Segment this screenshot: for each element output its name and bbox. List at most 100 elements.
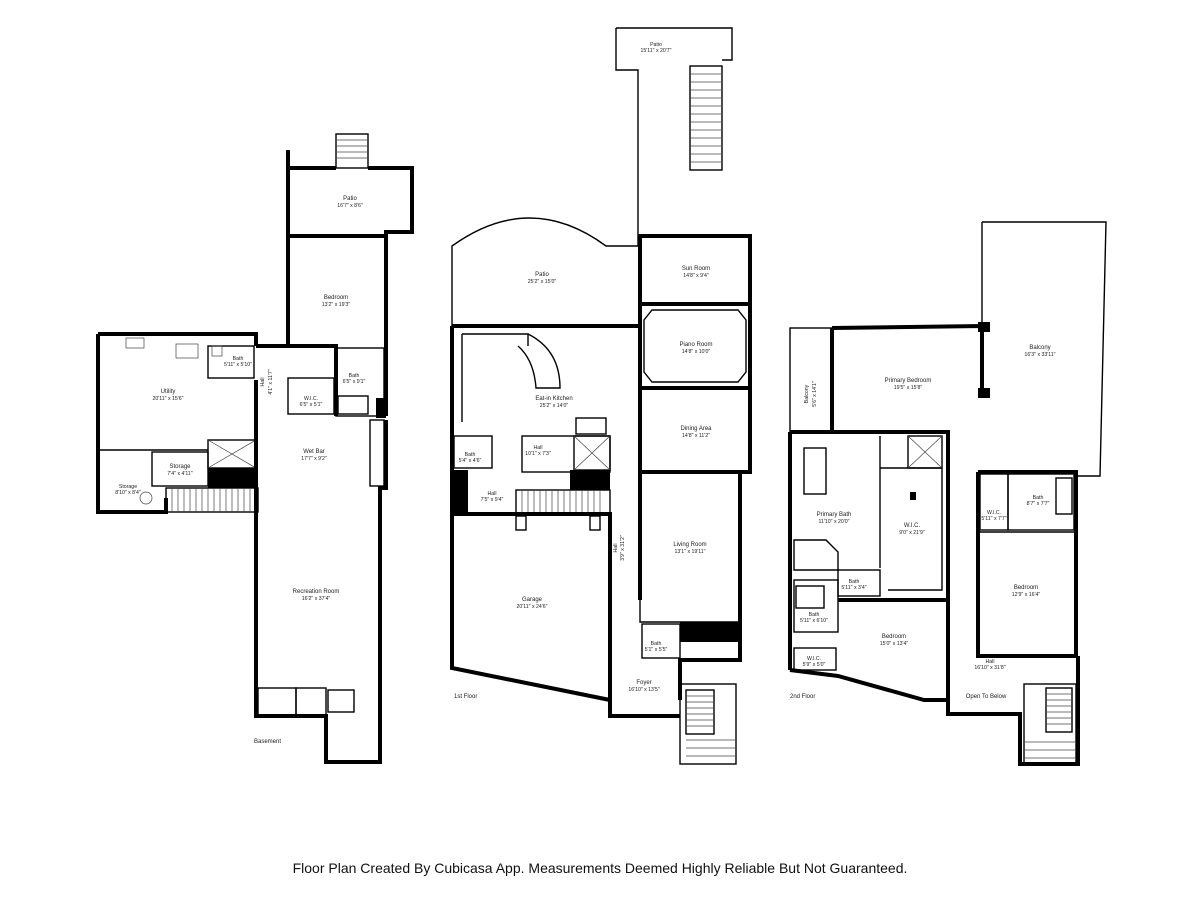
first-kitchen-peninsula xyxy=(575,417,607,435)
basement-recreation-dims: 16'2" x 37'4" xyxy=(302,596,331,602)
first-hall-b-dims: 7'5" x 9'4" xyxy=(481,497,504,503)
basement-bath-small-name: Bath xyxy=(233,356,244,362)
second-wic-name: W.I.C. xyxy=(904,523,921,529)
second-floor-label: 2nd Floor xyxy=(790,694,815,700)
second-wic-b-name: W.I.C. xyxy=(987,510,1001,516)
second-wic-small-name: W.I.C. xyxy=(807,656,821,662)
basement-bathtub xyxy=(337,395,369,415)
basement-hall-dims: 4'1" x 11'7" xyxy=(268,369,274,394)
basement-bath-outline xyxy=(335,347,385,417)
second-bedroom-name: Bedroom xyxy=(882,634,906,640)
basement-fixture xyxy=(327,689,355,713)
second-bedroom-dims: 15'0" x 13'4" xyxy=(880,641,909,647)
second-bath-a-dims: 5'11" x 3'4" xyxy=(841,585,866,591)
second-balcony-small-outline xyxy=(789,327,833,433)
first-kitchen-dims: 25'2" x 14'0" xyxy=(540,403,569,409)
first-hall-c-name: Hall xyxy=(613,544,619,553)
first-patio-name: Patio xyxy=(535,272,549,278)
first-hall-a-dims: 10'1" x 7'3" xyxy=(525,451,551,457)
first-stair-core-right xyxy=(570,470,610,490)
first-kitchen-counter xyxy=(461,333,529,422)
first-patio-top-outline xyxy=(615,27,733,168)
first-hall-b-name: Hall xyxy=(488,491,497,497)
first-living-dims: 13'1" x 19'11" xyxy=(675,549,706,555)
first-stair-treads xyxy=(515,489,611,515)
second-bath-b-outline xyxy=(793,579,839,633)
second-primary-bath-name: Primary Bath xyxy=(817,512,852,518)
second-stair-flight xyxy=(1045,687,1073,733)
basement-storage-a-dims: 7'4" x 4'11" xyxy=(167,471,192,477)
first-piano-room-walls xyxy=(638,304,752,390)
first-dining-dims: 14'8" x 11'2" xyxy=(682,433,710,439)
first-piano-room-bay xyxy=(643,309,747,383)
basement-bedroom-dims: 13'2" x 19'3" xyxy=(322,302,351,308)
basement-bath-small-dims: 5'11" x 5'10" xyxy=(224,362,252,368)
first-bath-b-name: Bath xyxy=(651,641,662,647)
basement-bedroom-name: Bedroom xyxy=(324,295,348,301)
second-bath-c-dims: 8'7" x 7'7" xyxy=(1027,501,1050,507)
second-bath-b-tub xyxy=(795,585,825,609)
first-piano-room-name: Piano Room xyxy=(679,342,712,348)
first-patio-dims: 25'2" x 15'0" xyxy=(528,279,557,285)
first-dining-name: Dining Area xyxy=(680,426,712,432)
basement-storage-b-name: Storage xyxy=(119,484,137,490)
second-wic-b-dims: 5'11" x 7'7" xyxy=(981,516,1006,522)
first-bath-a-outline xyxy=(453,435,493,469)
first-living-bottom xyxy=(639,600,740,623)
basement-storage-a-name: Storage xyxy=(169,464,191,470)
first-garage-dims: 20'11" x 24'6" xyxy=(517,604,548,610)
second-balcony-small-dims: 5'6" x 14'1" xyxy=(812,381,818,407)
first-floor-plan: Patio 15'11" x 20'7" Patio 25'2" x 15'0"… xyxy=(450,27,752,765)
second-open-to-below: Open To Below xyxy=(966,694,1007,700)
second-primary-bath-dims: 11'10" x 20'0" xyxy=(819,519,850,525)
second-bedroom-b-dims: 12'9" x 16'4" xyxy=(1012,592,1041,598)
basement-wic-outline xyxy=(287,377,335,415)
first-foyer-stair-flight xyxy=(685,689,715,735)
first-hall-c-dims: 3'9" x 31'2" xyxy=(620,535,626,561)
first-foyer-name: Foyer xyxy=(636,680,651,686)
first-patio-stair-treads xyxy=(690,73,722,163)
first-living-name: Living Room xyxy=(673,542,706,548)
second-stair xyxy=(1023,683,1077,765)
second-hall-name: Hall xyxy=(986,659,995,665)
first-patio-top-name: Patio xyxy=(650,42,662,48)
second-primary-bedroom-dims: 19'5" x 15'8" xyxy=(894,385,923,391)
second-vanity xyxy=(793,539,839,571)
second-right-wing-walls xyxy=(976,470,1078,658)
basement-stair-treads xyxy=(165,487,259,513)
first-kitchen-island xyxy=(517,333,561,389)
first-sun-room-walls xyxy=(638,234,752,306)
second-floor-plan: Balcony 16'3" x 33'11" Balcony 5'6" x 14… xyxy=(788,221,1107,766)
second-balcony-small-name: Balcony xyxy=(804,384,810,403)
second-primary-bedroom-name: Primary Bedroom xyxy=(885,378,932,384)
first-foyer-stair xyxy=(679,683,737,765)
first-bath-a-dims: 5'4" x 4'6" xyxy=(459,458,482,464)
basement-wet-bar-dims: 17'7" x 9'2" xyxy=(301,456,327,462)
basement-closet-b xyxy=(295,687,327,717)
second-bath-b-name: Bath xyxy=(809,612,820,618)
first-piano-room-dims: 14'8" x 10'0" xyxy=(682,349,711,355)
second-bathtub xyxy=(803,447,827,495)
basement-wet-bar-counter xyxy=(369,419,385,487)
disclaimer-footer: Floor Plan Created By Cubicasa App. Meas… xyxy=(292,860,908,876)
basement-patio-stair xyxy=(335,133,369,169)
basement-patio-walls xyxy=(286,150,414,238)
basement-patio-name: Patio xyxy=(343,196,357,202)
first-bath-a-name: Bath xyxy=(465,452,476,458)
second-wic-small-dims: 5'9" x 5'0" xyxy=(803,662,826,668)
second-bath-b-dims: 5'11" x 6'10" xyxy=(800,618,828,624)
basement-floor-label: Basement xyxy=(254,739,281,745)
basement-patio-dims: 16'7" x 8'6" xyxy=(337,203,363,209)
first-foyer-dims: 16'10" x 13'5" xyxy=(628,687,659,693)
first-living-walls xyxy=(608,472,742,718)
first-garage-name: Garage xyxy=(522,597,543,603)
second-wic-dims: 9'0" x 21'9" xyxy=(899,530,925,536)
basement-recreation-name: Recreation Room xyxy=(293,589,340,595)
second-bath-c-name: Bath xyxy=(1033,495,1044,501)
second-hall-walls xyxy=(946,448,1080,766)
second-bath-c-tub xyxy=(1055,477,1073,515)
first-kitchen-name: Eat-in Kitchen xyxy=(535,396,572,402)
second-bedroom-walls xyxy=(789,598,950,702)
